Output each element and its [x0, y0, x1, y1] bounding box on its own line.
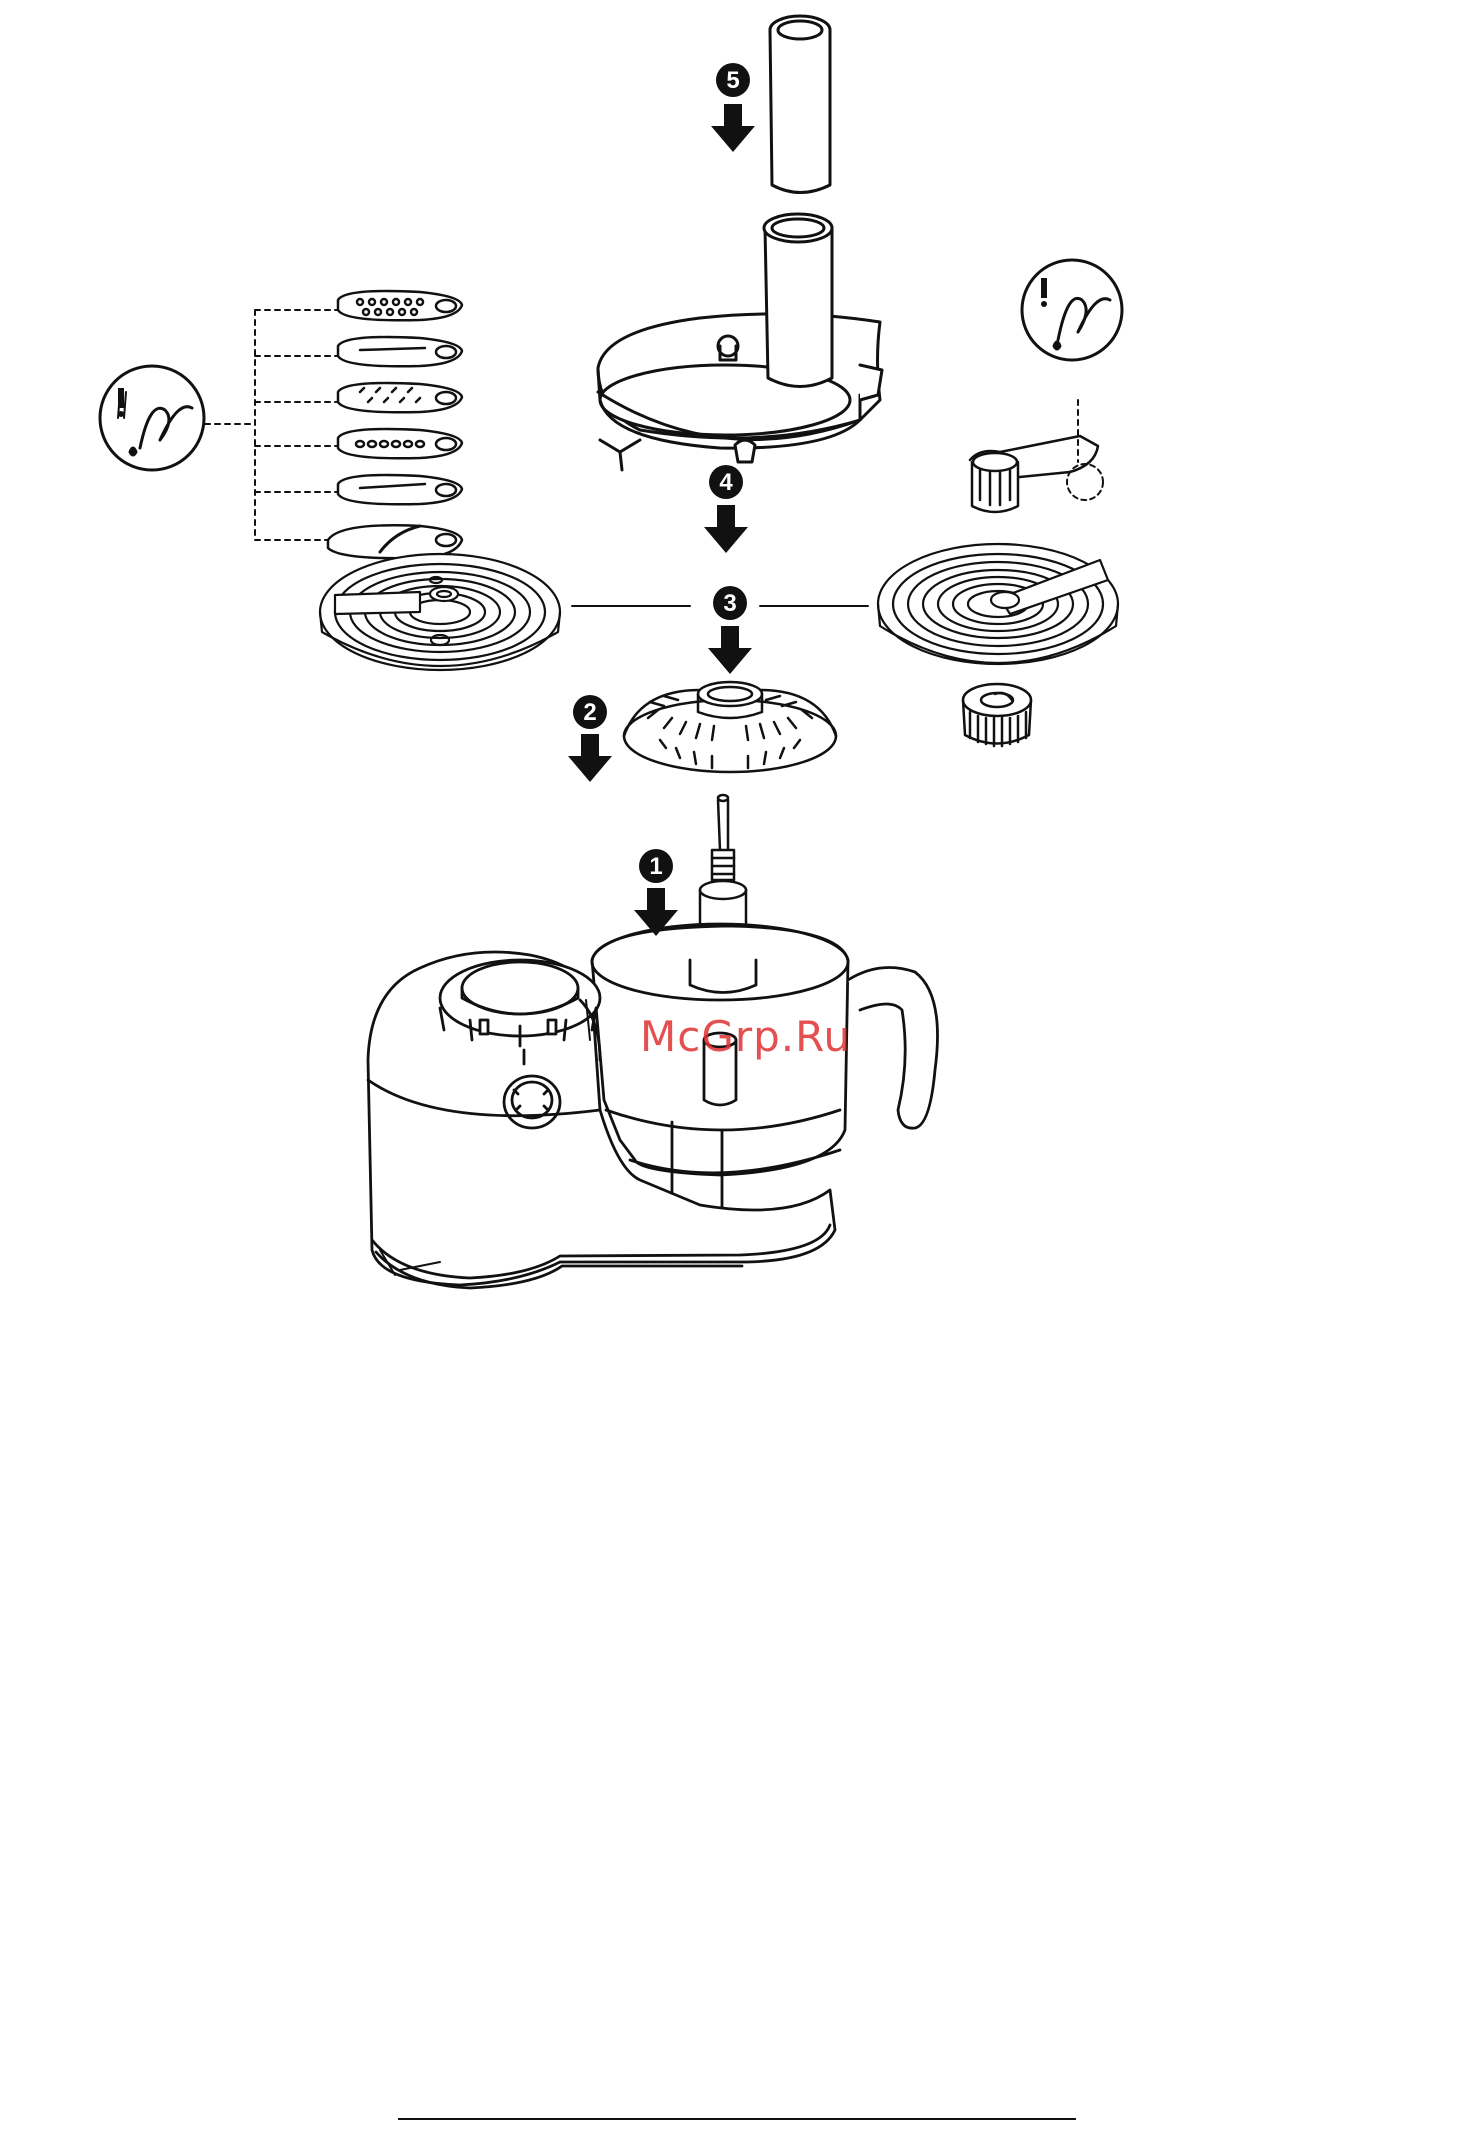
step-5-marker: 5	[711, 63, 755, 152]
slicing-disc-left	[320, 554, 560, 670]
bowl-lid	[598, 214, 882, 470]
footer-rule	[398, 2118, 1076, 2120]
blade-assembly	[970, 400, 1103, 512]
disc-inserts	[205, 291, 462, 558]
step-3-number: 3	[723, 590, 736, 617]
arrow-down-icon	[711, 104, 755, 152]
disc-hub	[963, 684, 1031, 746]
insert-1	[338, 291, 462, 320]
insert-3	[338, 383, 462, 412]
arrow-down-icon	[704, 505, 748, 553]
warning-sharp-blade-icon	[100, 366, 204, 470]
watermark-text: McGrp.Ru	[640, 1012, 851, 1061]
step-3-marker: 3	[708, 586, 752, 674]
step-4-marker: 4	[704, 465, 748, 553]
insert-5	[338, 475, 462, 504]
step-2-number: 2	[583, 699, 596, 726]
insert-4	[338, 429, 462, 458]
slicing-disc-right	[878, 544, 1118, 664]
step-1-number: 1	[649, 853, 662, 880]
step-2-marker: 2	[568, 695, 612, 782]
arrow-down-icon	[708, 626, 752, 674]
insert-2	[338, 337, 462, 366]
disc-support-cone	[624, 682, 836, 772]
step-4-number: 4	[719, 469, 733, 496]
warning-sharp-blade-icon	[1022, 260, 1122, 360]
step-5-number: 5	[726, 67, 739, 94]
arrow-down-icon	[568, 734, 612, 782]
food-pusher	[770, 16, 830, 193]
step-1-marker: 1	[634, 849, 678, 936]
